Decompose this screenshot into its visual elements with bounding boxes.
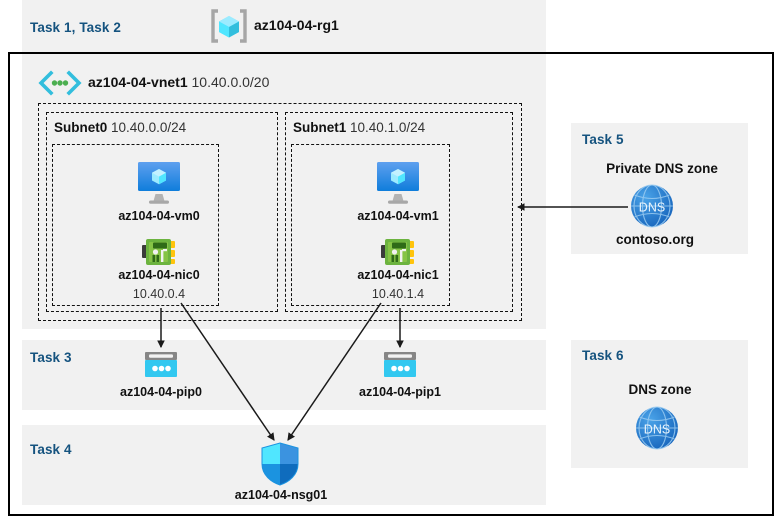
task-label-4: Task 4 (30, 442, 72, 457)
pip1-label: az104-04-pip1 (359, 385, 441, 399)
public-ip-address-icon (144, 351, 178, 379)
vm1-label: az104-04-vm1 (357, 209, 439, 223)
vnet-cidr: 10.40.0.0/20 (191, 74, 270, 90)
resource-group-name: az104-04-rg1 (254, 17, 339, 33)
subnet0-name: Subnet0 (54, 120, 108, 135)
nic1-label: az104-04-nic1 (357, 268, 439, 282)
virtual-machine-icon (132, 160, 186, 206)
subnet1-name: Subnet1 (293, 120, 347, 135)
subnet1-title: Subnet1 10.40.1.0/24 (293, 120, 425, 135)
subnet0-title: Subnet0 10.40.0.0/24 (54, 120, 186, 135)
dns-globe-icon: DNS (634, 405, 680, 451)
resource-group-cube-icon (210, 8, 248, 44)
nic0-ip: 10.40.0.4 (132, 287, 186, 301)
nsg-label: az104-04-nsg01 (234, 488, 328, 502)
nic0-label: az104-04-nic0 (118, 268, 200, 282)
private-dns-zone-name: contoso.org (616, 232, 694, 247)
network-security-group-shield-icon (260, 442, 300, 486)
public-ip-address-icon (383, 351, 417, 379)
private-dns-zone-title: Private DNS zone (606, 161, 718, 176)
task-label-1-2: Task 1, Task 2 (30, 20, 121, 35)
task3-panel (22, 340, 546, 410)
task-label-3: Task 3 (30, 350, 72, 365)
resource-group-frame (8, 52, 774, 516)
vm0-group-boundary (52, 144, 219, 306)
nic1-ip: 10.40.1.4 (371, 287, 425, 301)
svg-text:DNS: DNS (644, 423, 670, 437)
network-interface-icon (381, 237, 415, 267)
vnet-title: az104-04-vnet1 10.40.0.0/20 (88, 74, 269, 90)
vnet-panel (22, 54, 546, 329)
resource-group-header-band (22, 0, 546, 52)
network-interface-icon (142, 237, 176, 267)
task-label-5: Task 5 (582, 132, 624, 147)
virtual-machine-icon (371, 160, 425, 206)
virtual-network-icon (38, 70, 82, 96)
vnet-boundary (38, 103, 522, 321)
vm0-label: az104-04-vm0 (118, 209, 200, 223)
subnet0-boundary (46, 112, 278, 312)
vnet-name: az104-04-vnet1 (88, 74, 188, 90)
subnet0-cidr: 10.40.0.0/24 (111, 120, 187, 135)
pip0-label: az104-04-pip0 (120, 385, 202, 399)
subnet1-cidr: 10.40.1.0/24 (350, 120, 426, 135)
subnet1-boundary (285, 112, 513, 312)
dns-zone-title: DNS zone (628, 382, 692, 397)
dns-globe-icon: DNS (629, 183, 675, 229)
resource-group-name-text: az104-04-rg1 (254, 17, 339, 33)
svg-text:DNS: DNS (639, 201, 665, 215)
task-label-6: Task 6 (582, 348, 624, 363)
